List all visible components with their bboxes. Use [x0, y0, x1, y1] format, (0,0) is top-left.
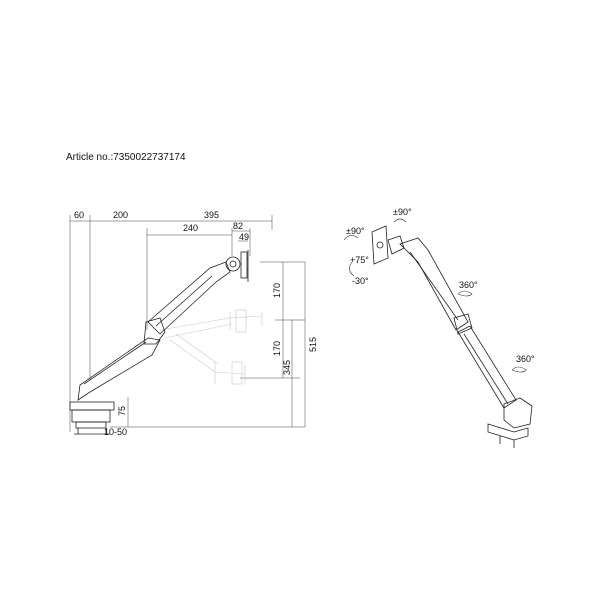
article-number: Article no.:7350022737174 — [66, 152, 186, 163]
dim-75: 75 — [117, 406, 127, 416]
perspective-view: ±90° ±90° +75° -30° 360° 360° — [343, 207, 535, 448]
dim-200: 200 — [113, 210, 128, 220]
dim-170-upper: 170 — [272, 283, 282, 298]
tilt-up-label: +75° — [350, 255, 369, 265]
swivel-label: ±90° — [393, 207, 412, 217]
dim-515: 515 — [308, 337, 318, 352]
dim-clamp-range: 10-50 — [104, 427, 127, 437]
dim-49: 49 — [239, 232, 249, 242]
dim-82: 82 — [233, 221, 243, 231]
side-view: 60 200 395 240 82 49 170 170 345 515 75 … — [69, 210, 318, 437]
dim-60: 60 — [74, 210, 84, 220]
dim-345: 345 — [282, 360, 292, 375]
elbow-rotation-label: 360° — [459, 280, 478, 290]
base-rotation-label: 360° — [516, 354, 535, 364]
dim-395: 395 — [204, 210, 219, 220]
dim-240: 240 — [183, 223, 198, 233]
tilt-down-label: -30° — [352, 276, 369, 286]
rotate-label: ±90° — [346, 226, 365, 236]
dim-170-lower: 170 — [272, 341, 282, 356]
